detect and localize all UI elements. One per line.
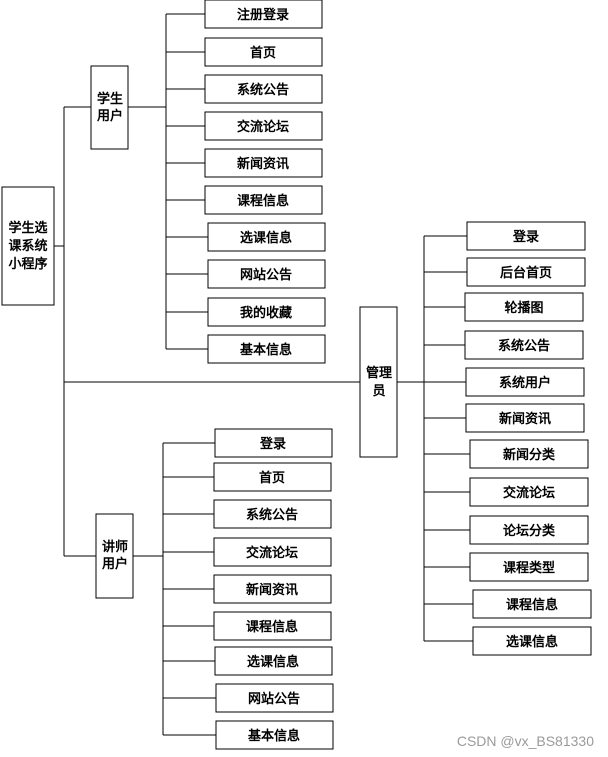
- student-module: 首页: [250, 45, 276, 61]
- connector-lines: [54, 13, 473, 736]
- admin-module: 论坛分类: [503, 523, 556, 539]
- node-root-line-2: 课系统: [8, 238, 47, 254]
- admin-module: 系统公告: [498, 338, 550, 354]
- student-modules: 注册登录 首页 系统公告 交流论坛 新闻资讯 课程信息 选课信息 网站公告 我的…: [204, 0, 326, 364]
- admin-module: 后台首页: [500, 265, 552, 281]
- teacher-module: 系统公告: [246, 507, 298, 523]
- teacher-module: 首页: [259, 470, 285, 486]
- student-module: 我的收藏: [240, 305, 292, 321]
- node-root: 学生选 课系统 小程序: [1, 186, 55, 306]
- csdn-watermark: CSDN @vx_BS81330: [456, 733, 594, 749]
- teacher-module: 选课信息: [247, 654, 299, 670]
- student-module: 课程信息: [237, 193, 289, 209]
- student-module: 基本信息: [239, 342, 292, 358]
- node-root-line-3: 小程序: [8, 256, 47, 272]
- teacher-module: 登录: [259, 436, 286, 452]
- teacher-module: 基本信息: [247, 728, 300, 744]
- node-teacher-user-line-1: 讲师: [102, 539, 128, 555]
- admin-module: 课程信息: [506, 597, 558, 613]
- node-teacher-user: 讲师 用户: [95, 513, 134, 599]
- student-module: 注册登录: [237, 7, 289, 23]
- teacher-module: 课程信息: [246, 619, 298, 635]
- teacher-module: 网站公告: [248, 691, 300, 707]
- admin-module: 选课信息: [506, 634, 558, 650]
- node-student-user-line-1: 学生: [97, 91, 123, 107]
- teacher-modules: 登录 首页 系统公告 交流论坛 新闻资讯 课程信息 选课信息 网站公告 基本信息: [213, 428, 334, 750]
- node-admin-line-1: 管理: [366, 365, 392, 381]
- admin-module: 新闻资讯: [499, 411, 551, 427]
- student-module: 系统公告: [237, 82, 289, 98]
- admin-module: 系统用户: [499, 375, 551, 391]
- teacher-module: 新闻资讯: [246, 582, 298, 598]
- admin-module: 交流论坛: [503, 485, 555, 501]
- teacher-module: 交流论坛: [246, 545, 298, 561]
- node-student-user: 学生 用户: [90, 65, 129, 150]
- student-module: 新闻资讯: [237, 156, 289, 172]
- student-module: 交流论坛: [237, 119, 289, 135]
- node-teacher-user-line-2: 用户: [101, 556, 128, 572]
- node-student-user-line-2: 用户: [96, 108, 123, 124]
- node-root-line-1: 学生选: [8, 220, 47, 236]
- admin-modules: 登录 后台首页 轮播图 系统公告 系统用户 新闻资讯 新闻分类 交流论坛 论坛分…: [464, 221, 592, 656]
- admin-module: 课程类型: [503, 560, 555, 576]
- admin-module: 新闻分类: [503, 447, 556, 463]
- admin-module: 轮播图: [504, 300, 543, 316]
- student-module: 选课信息: [240, 230, 292, 246]
- student-module: 网站公告: [240, 267, 292, 283]
- node-admin: 管理 员: [359, 306, 398, 458]
- node-admin-line-2: 员: [372, 384, 385, 399]
- admin-module: 登录: [512, 229, 539, 245]
